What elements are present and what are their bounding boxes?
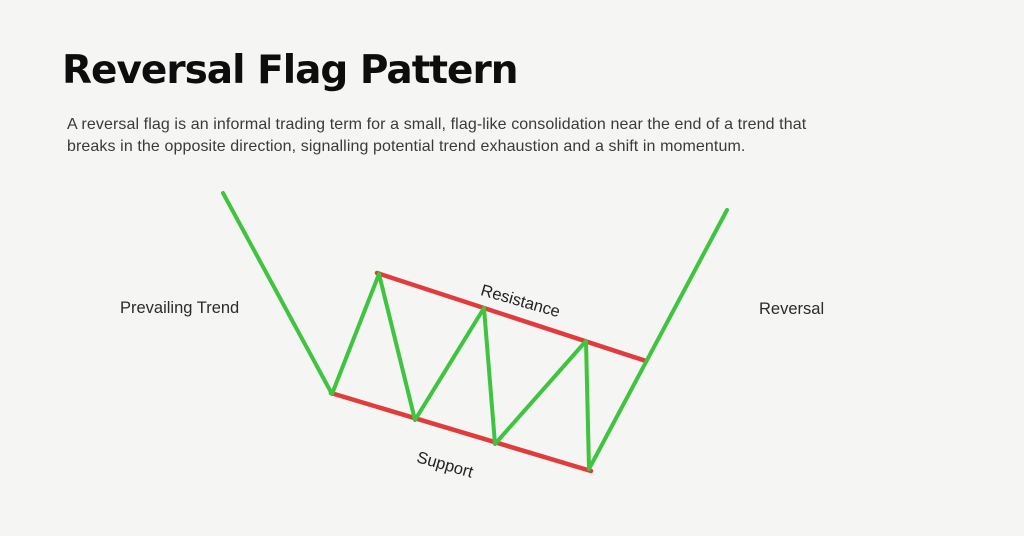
page-title: Reversal Flag Pattern bbox=[62, 48, 518, 93]
price-path-line bbox=[221, 191, 729, 471]
description-line-2: breaks in the opposite direction, signal… bbox=[67, 137, 746, 155]
reversal-label: Reversal bbox=[759, 300, 825, 318]
page-description: A reversal flag is an informal trading t… bbox=[67, 114, 806, 157]
support-line bbox=[328, 390, 594, 474]
description-line-1: A reversal flag is an informal trading t… bbox=[67, 116, 807, 133]
prevailing-trend-label: Prevailing Trend bbox=[120, 299, 240, 317]
resistance-line bbox=[374, 270, 649, 364]
